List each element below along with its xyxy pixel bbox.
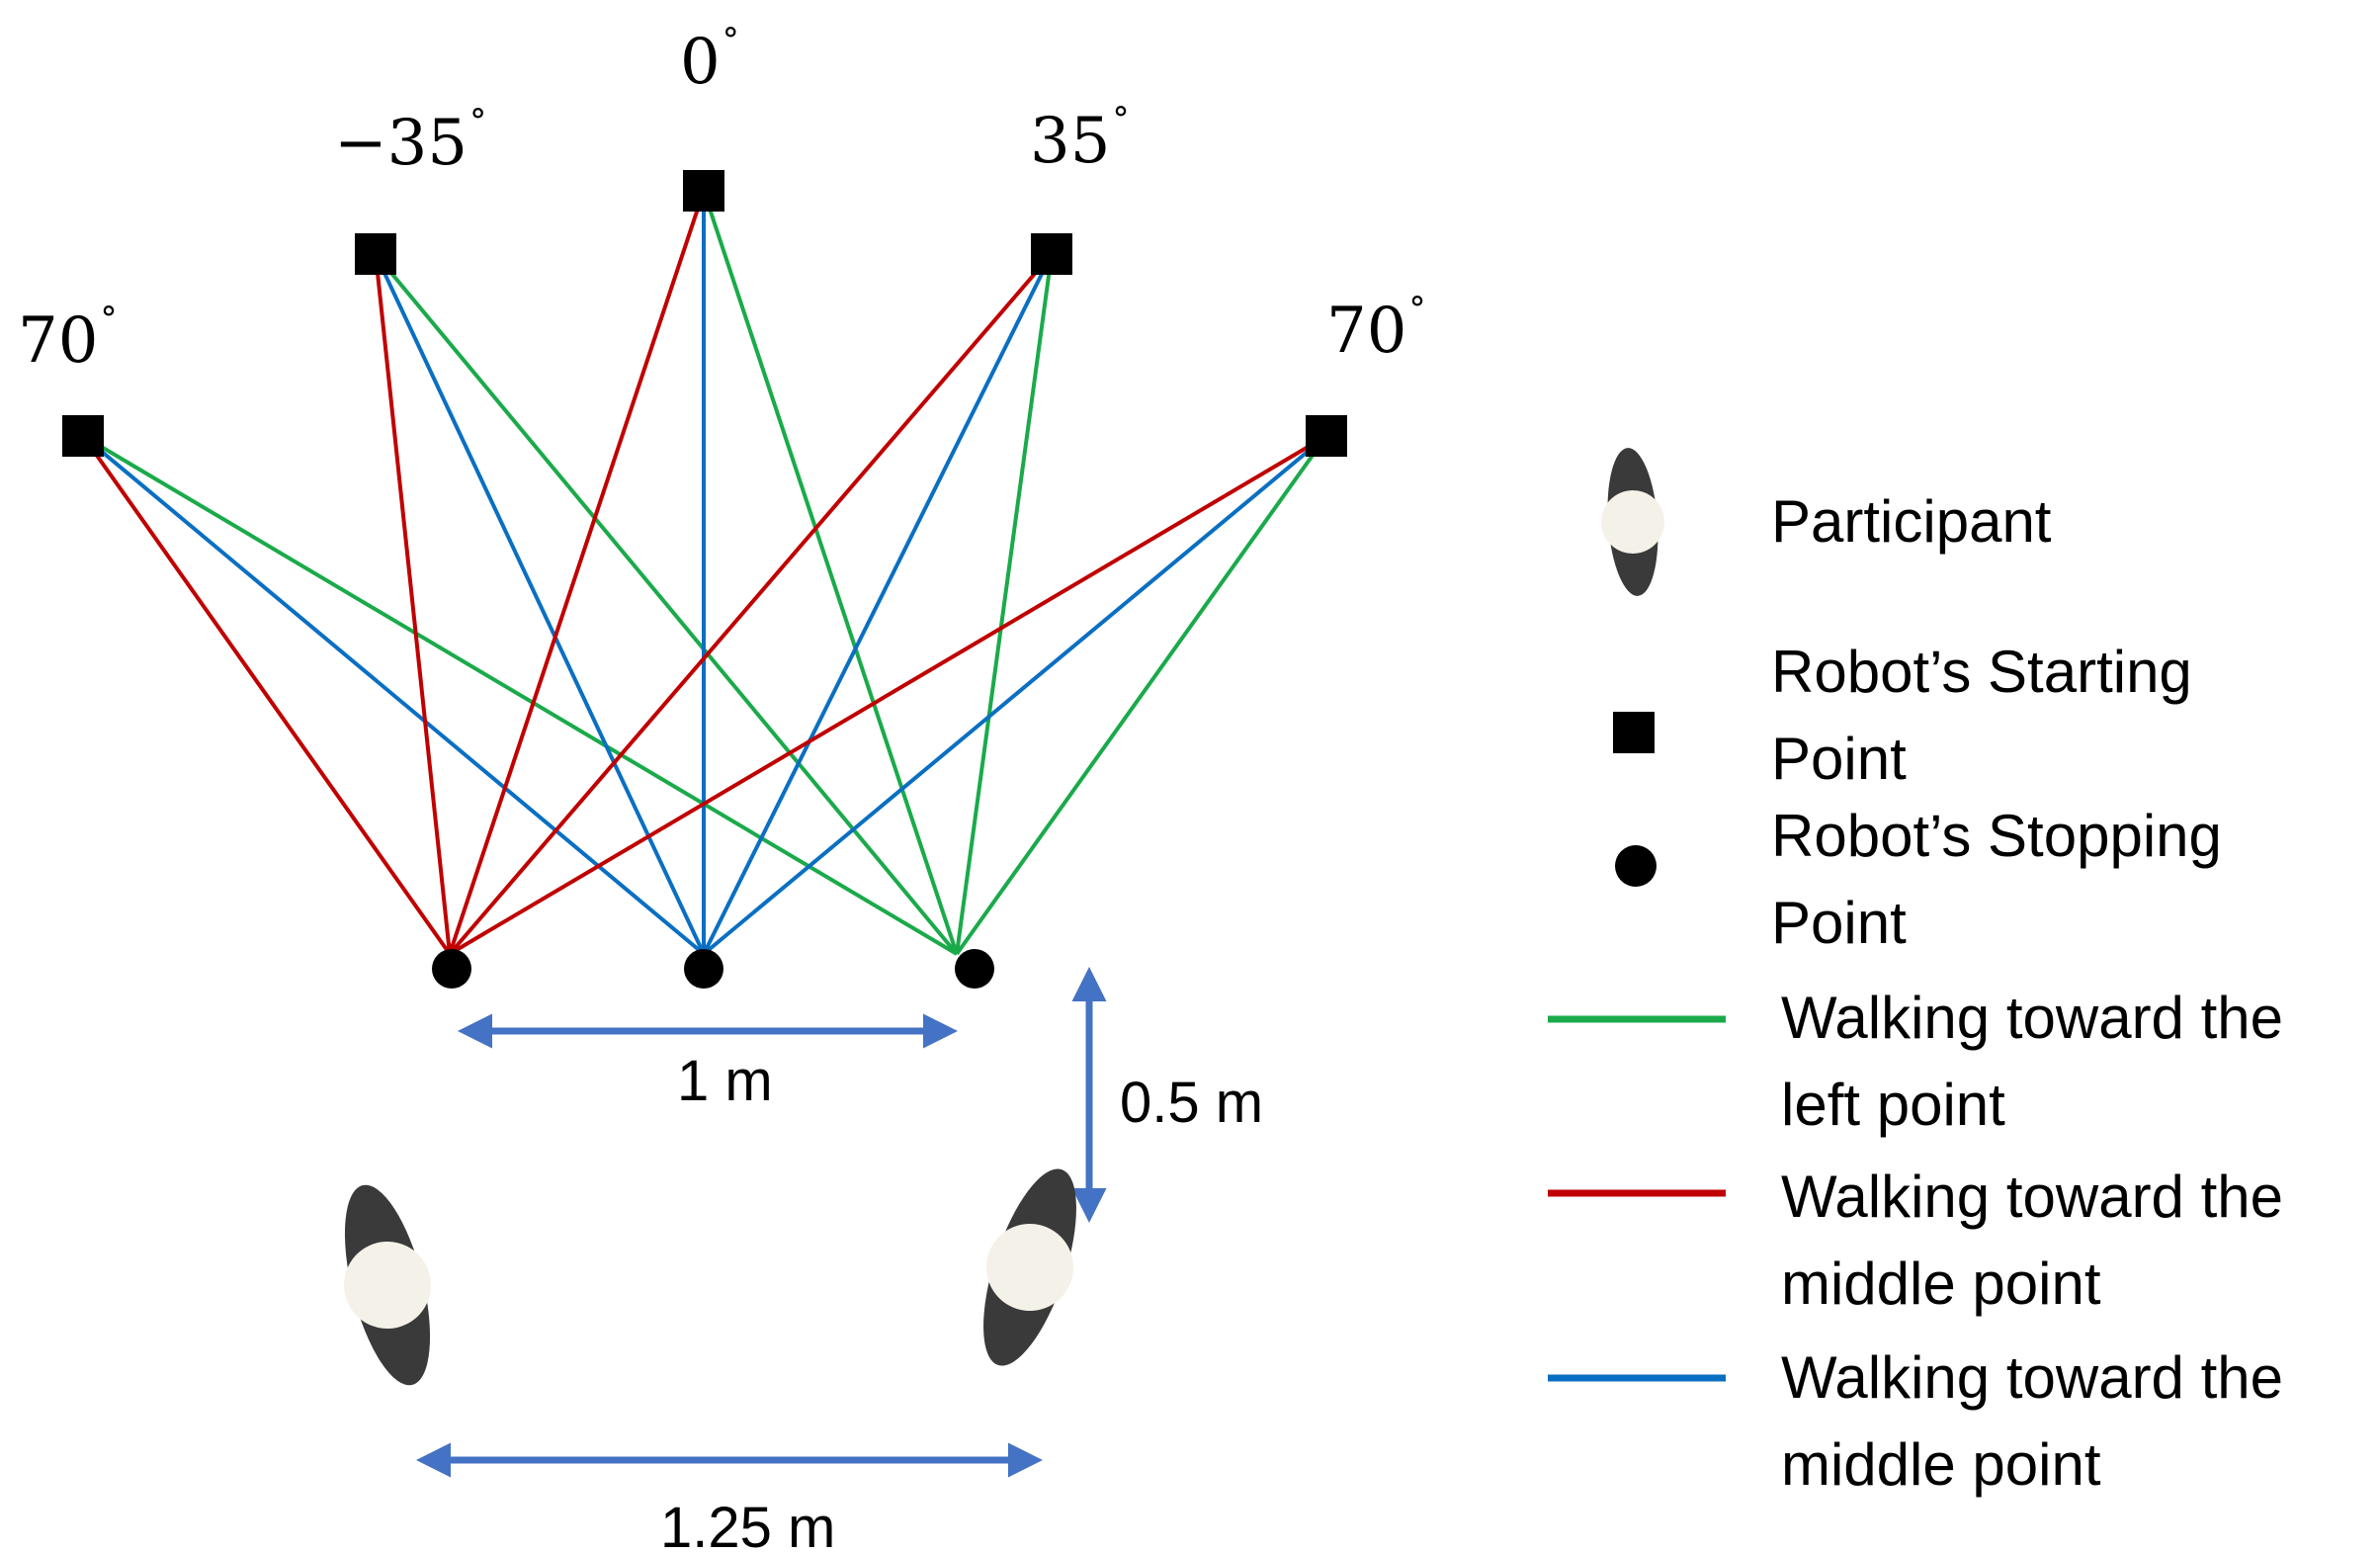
path-right-to-middle-stop	[702, 253, 1054, 955]
participant-right	[983, 1168, 1076, 1366]
start-point-far-right	[1306, 415, 1347, 457]
start-point-far-left	[62, 415, 104, 457]
start-point-left	[355, 233, 396, 275]
legend: Participant Robot’s Starting Point Robot…	[1548, 448, 2283, 1498]
start-point-right	[1031, 233, 1072, 275]
legend-participant-icon	[1601, 448, 1664, 596]
legend-stopping-point-label-1: Robot’s Stopping	[1771, 803, 2222, 869]
stop-point-right	[955, 949, 994, 989]
participant-spacing-label: 1.25 m	[660, 1496, 835, 1553]
angle-label-left: −35°	[334, 102, 486, 180]
legend-green-label-2: left point	[1781, 1072, 2005, 1138]
angle-label-far-right: 70°	[1326, 290, 1425, 368]
path-far-left-to-right-stop	[81, 434, 959, 956]
path-far-right-to-middle-stop	[702, 434, 1328, 956]
angle-label-right: 35°	[1030, 100, 1129, 178]
angle-label-far-left: 70°	[18, 300, 117, 378]
legend-starting-point-label-2: Point	[1771, 726, 1907, 792]
angle-label-center: 0°	[680, 21, 739, 99]
dimension-arrows	[416, 967, 1107, 1478]
path-far-left-to-left-stop	[81, 434, 452, 956]
path-far-right-to-left-stop	[448, 434, 1328, 956]
legend-blue-label-2: middle point	[1781, 1431, 2101, 1498]
participant-distance-label: 0.5 m	[1120, 1071, 1263, 1135]
starting-points	[62, 170, 1347, 457]
start-point-center	[683, 170, 724, 212]
legend-stopping-point-icon	[1615, 845, 1657, 887]
legend-starting-point-label-1: Robot’s Starting	[1771, 639, 2192, 705]
path-center-to-left-stop	[448, 190, 706, 955]
path-right-to-left-stop	[448, 252, 1054, 956]
legend-blue-label-1: Walking toward the	[1781, 1344, 2283, 1411]
legend-stopping-point-label-2: Point	[1771, 890, 1907, 956]
trajectory-lines	[81, 190, 1328, 956]
path-right-to-right-stop	[955, 253, 1054, 955]
legend-participant-label: Participant	[1771, 488, 2052, 555]
path-far-right-to-right-stop	[955, 434, 1328, 956]
participant-head	[986, 1224, 1073, 1311]
stop-point-left	[432, 949, 471, 989]
stop-spacing-label: 1 m	[677, 1049, 773, 1113]
stopping-points	[432, 949, 994, 989]
legend-starting-point-icon	[1613, 712, 1655, 753]
legend-red-label-1: Walking toward the	[1781, 1164, 2283, 1230]
participant-head	[344, 1242, 431, 1329]
legend-red-label-2: middle point	[1781, 1251, 2101, 1317]
legend-green-label-1: Walking toward the	[1781, 985, 2283, 1051]
angle-labels: 70° −35° 0° 35° 70°	[18, 21, 1425, 378]
participant-left	[344, 1184, 431, 1386]
path-left-to-right-stop	[374, 252, 959, 956]
path-far-left-to-middle-stop	[81, 434, 706, 956]
path-left-to-left-stop	[374, 253, 452, 955]
path-center-to-right-stop	[702, 190, 959, 955]
stop-point-middle	[684, 949, 723, 989]
